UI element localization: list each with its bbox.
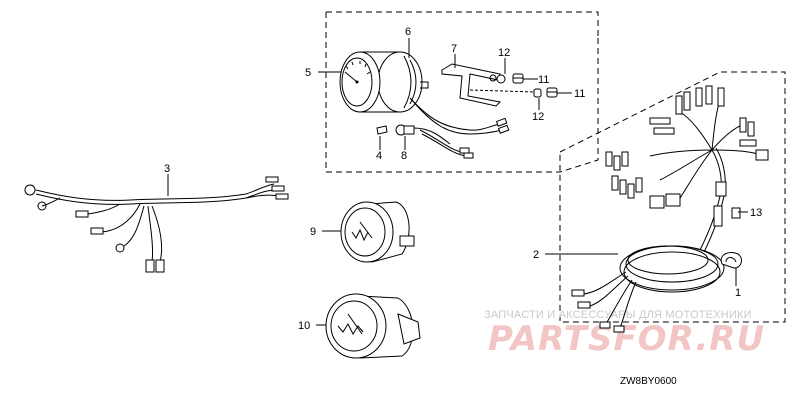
- sub-harness: [24, 176, 289, 273]
- callout-11-lower: 11: [574, 88, 585, 100]
- tachometer-wires: [409, 97, 510, 159]
- callout-7: 7: [451, 43, 457, 55]
- group-box-gauge-assembly: [325, 11, 599, 173]
- diagram-code: ZW8BY0600: [620, 376, 677, 387]
- callout-12-lower: 12: [532, 111, 544, 123]
- callout-3: 3: [164, 163, 170, 175]
- callout-4: 4: [376, 150, 382, 162]
- cable-clamp: [720, 251, 742, 269]
- gauge-meter-9: [340, 201, 415, 263]
- gauge-tachometer: [339, 51, 429, 113]
- small-clip: [376, 125, 388, 135]
- fastener-washer-lower: [533, 88, 542, 98]
- bracket: [441, 63, 502, 107]
- watermark-caption: ЗАПЧАСТИ И АКСЕССУАРЫ ДЛЯ МОТОТЕХНИКИ: [484, 309, 752, 321]
- fastener-nut-lower: [546, 87, 558, 98]
- callout-13: 13: [750, 207, 762, 219]
- watermark: ЗАПЧАСТИ И АКСЕССУАРЫ ДЛЯ МОТОТЕХНИКИ PA…: [484, 309, 765, 359]
- watermark-brand: PARTSFOR.RU: [488, 319, 765, 359]
- callout-2: 2: [533, 249, 539, 261]
- main-harness: [571, 85, 769, 333]
- fastener-washer-upper: [496, 74, 506, 84]
- callout-1: 1: [735, 287, 741, 299]
- bulb-socket: [395, 124, 451, 145]
- callout-6: 6: [405, 26, 411, 38]
- callout-9: 9: [310, 226, 316, 238]
- callout-12-upper: 12: [498, 47, 510, 59]
- callout-5: 5: [305, 67, 311, 79]
- callout-8: 8: [401, 150, 407, 162]
- callout-11-upper: 11: [538, 74, 549, 86]
- callout-labels: 1 2 3 4 5 6 7 8 9 10 11 11 12 12 13: [164, 26, 762, 332]
- leader-lines: [167, 38, 748, 326]
- harness-connectors: [605, 85, 769, 227]
- fastener-nut-upper: [512, 73, 524, 84]
- gauge-meter-10: [325, 293, 421, 359]
- callout-10: 10: [298, 320, 310, 332]
